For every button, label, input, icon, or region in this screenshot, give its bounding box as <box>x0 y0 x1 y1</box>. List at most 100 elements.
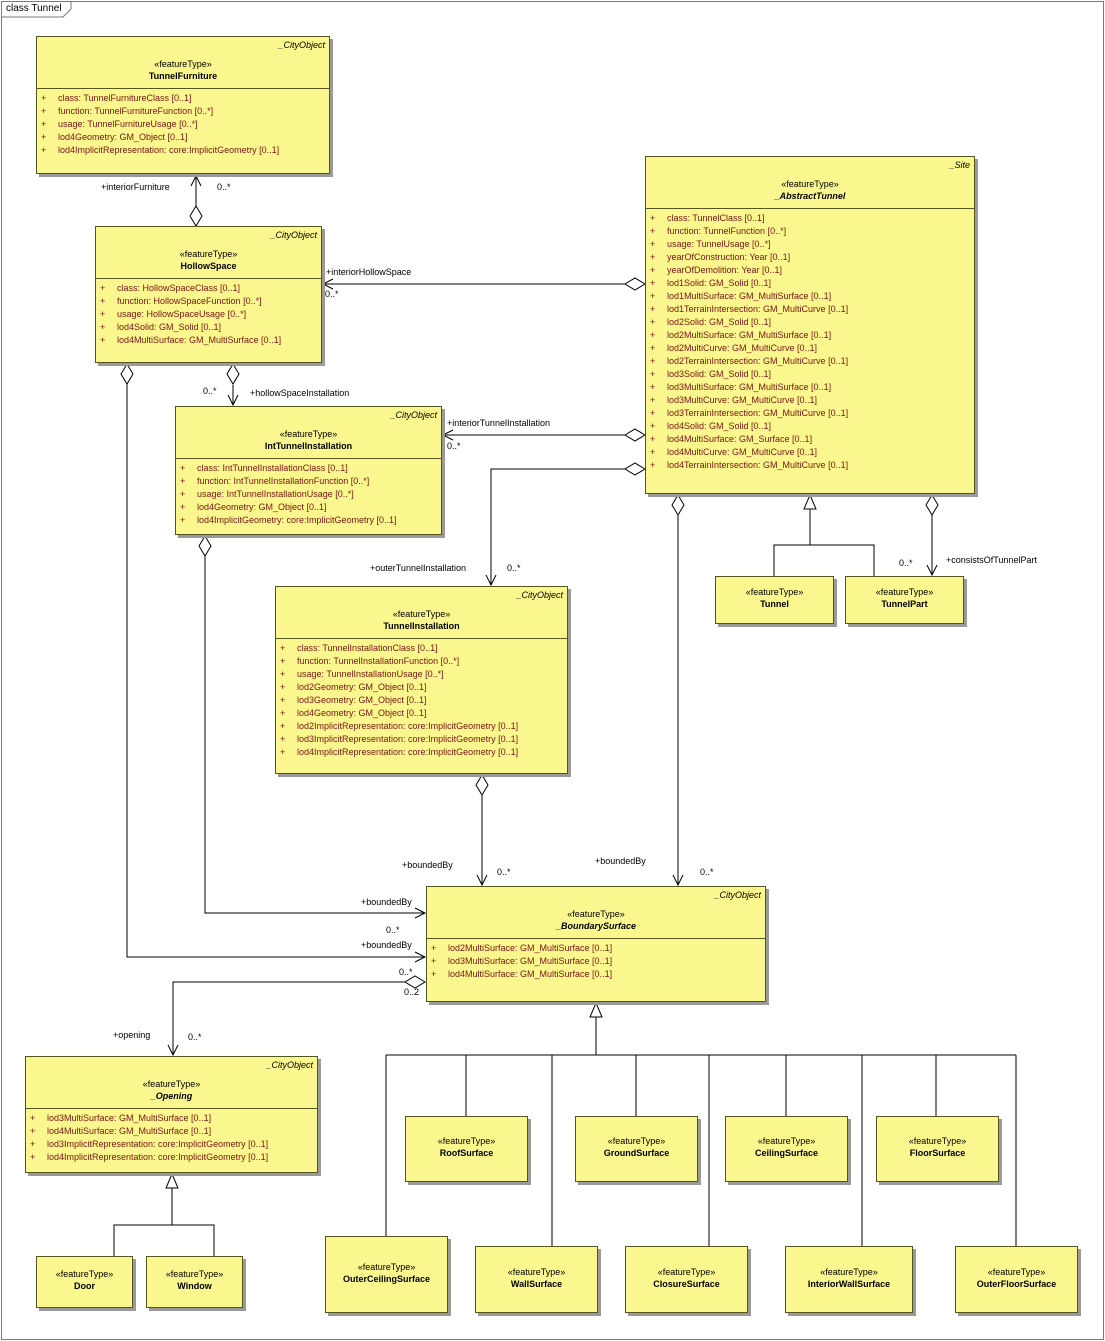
class-header: «featureType»TunnelPart <box>846 577 963 623</box>
class-tunnel-installation[interactable]: _CityObject«featureType»TunnelInstallati… <box>275 586 568 774</box>
stereotype-label: «featureType» <box>908 1136 967 1146</box>
parent-class-label: _CityObject <box>714 890 761 900</box>
assoc-bounded-by-tunnel-diamond <box>671 494 685 516</box>
class-hollow-space[interactable]: _CityObject«featureType»HollowSpace+clas… <box>95 226 322 363</box>
attribute-text: lod3MultiSurface: GM_MultiSurface [0..1] <box>448 956 613 966</box>
class-int-tunnel-installation[interactable]: _CityObject«featureType»IntTunnelInstall… <box>175 406 442 535</box>
assoc-outer-tunnel-installation-arrow <box>485 574 497 587</box>
assoc-bounded-by-hollow-space-line <box>126 384 425 958</box>
attribute-text: function: TunnelFunction [0..*] <box>667 226 787 236</box>
attribute-row: +yearOfDemolition: Year [0..1] <box>646 265 974 278</box>
assoc-consists-of-tunnel-part-arrow <box>926 564 938 577</box>
attribute-text: lod4Geometry: GM_Object [0..1] <box>297 708 427 718</box>
stereotype-label: «featureType» <box>179 249 238 259</box>
class-boundary-surface[interactable]: _CityObject«featureType»_BoundarySurface… <box>426 886 766 1002</box>
visibility-marker: + <box>41 119 47 129</box>
visibility-marker: + <box>650 291 656 301</box>
visibility-marker: + <box>650 369 656 379</box>
assoc-opening-arrow <box>167 1044 179 1057</box>
class-ground-surface[interactable]: «featureType»GroundSurface <box>575 1116 698 1182</box>
visibility-marker: + <box>30 1152 36 1162</box>
role-interior-hollow-space: +interiorHollowSpace <box>326 267 412 277</box>
class-tunnel-furniture[interactable]: _CityObject«featureType»TunnelFurniture+… <box>36 36 330 174</box>
attribute-row: +function: IntTunnelInstallationFunction… <box>176 476 441 489</box>
attribute-row: +lod1MultiSurface: GM_MultiSurface [0..1… <box>646 291 974 304</box>
class-abstract-tunnel[interactable]: _Site«featureType»_AbstractTunnel + class:… <box>645 156 975 494</box>
attribute-text: lod2Geometry: GM_Object [0..1] <box>297 682 427 692</box>
attribute-text: function: IntTunnelInstallationFunction … <box>197 476 370 486</box>
stereotype-label: «featureType» <box>875 587 934 597</box>
attribute-row: +function: TunnelFunction [0..*] <box>646 226 974 239</box>
attribute-text: lod3MultiCurve: GM_MultiCurve [0..1] <box>667 395 818 405</box>
visibility-marker: + <box>431 956 437 966</box>
stereotype-label: «featureType» <box>657 1266 716 1277</box>
class-header: «featureType»CeilingSurface <box>726 1117 847 1181</box>
visibility-marker: + <box>431 969 437 979</box>
visibility-marker: + <box>280 721 286 731</box>
parent-class-label: _CityObject <box>266 1060 313 1070</box>
visibility-marker: + <box>180 489 186 499</box>
assoc-opening-line <box>172 981 405 1055</box>
visibility-marker: + <box>280 656 286 666</box>
class-wall-surface[interactable]: «featureType»WallSurface <box>475 1246 598 1313</box>
class-name: _Opening <box>150 1091 193 1101</box>
attribute-row: +yearOfConstruction: Year [0..1] <box>646 252 974 265</box>
class-window[interactable]: «featureType»Window <box>146 1256 243 1308</box>
attribute-row: +class: IntTunnelInstallationClass [0..1… <box>176 463 441 476</box>
visibility-marker: + <box>280 708 286 718</box>
class-ceiling-surface[interactable]: «featureType»CeilingSurface <box>725 1116 848 1182</box>
class-header: _Site«featureType»_AbstractTunnel <box>646 157 974 209</box>
stereotype-label: «featureType» <box>567 909 625 919</box>
stereotype-label: «featureType» <box>437 1136 496 1146</box>
attribute-text: lod4Geometry: GM_Object [0..1] <box>197 502 327 512</box>
role-outer-tunnel-installation: +outerTunnelInstallation <box>370 563 466 573</box>
attribute-text: lod3Geometry: GM_Object [0..1] <box>297 695 427 705</box>
class-opening[interactable]: _CityObject«featureType»_Opening+lod3Mul… <box>25 1056 318 1173</box>
class-door[interactable]: «featureType»Door <box>36 1256 133 1308</box>
mult-consists-of-tunnel-part: 0..* <box>899 558 913 568</box>
parent-class-label: _CityObject <box>278 40 325 50</box>
attribute-text: lod4MultiSurface: GM_MultiSurface [0..1] <box>448 969 613 979</box>
class-closure-surface[interactable]: «featureType»ClosureSurface <box>625 1246 748 1313</box>
attribute-list: +lod3MultiSurface: GM_MultiSurface [0..1… <box>26 1109 317 1165</box>
attribute-text: lod3TerrainIntersection: GM_MultiCurve [… <box>667 408 849 418</box>
role-interior-tunnel-installation: +interiorTunnelInstallation <box>447 418 550 428</box>
stereotype-label: «featureType» <box>745 587 804 597</box>
attribute-row: +lod4Geometry: GM_Object [0..1] <box>176 502 441 515</box>
attribute-row: +lod4ImplicitRepresentation: core:Implic… <box>26 1152 317 1165</box>
attribute-list: + lod2MultiSurface: GM_MultiSurface [0..1… <box>427 939 765 982</box>
attribute-text: class: TunnelClass [0..1] <box>667 213 765 223</box>
attribute-row: +lod2ImplicitRepresentation: core:Implic… <box>276 721 567 734</box>
attribute-row: +lod4TerrainIntersection: GM_MultiCurve … <box>646 460 974 473</box>
assoc-consists-of-tunnel-part-diamond <box>925 494 939 516</box>
class-outer-ceiling-surface[interactable]: «featureType»OuterCeilingSurface <box>325 1236 448 1313</box>
attribute-row: +function: TunnelFurnitureFunction [0..*… <box>37 106 329 119</box>
visibility-marker: + <box>180 463 186 473</box>
mult-hollow-space-installation: 0..* <box>203 386 217 396</box>
stereotype-label: «featureType» <box>781 179 839 189</box>
visibility-marker: + <box>650 408 656 418</box>
class-outer-floor-surface[interactable]: «featureType»OuterFloorSurface <box>955 1246 1078 1313</box>
class-tunnel-part[interactable]: «featureType»TunnelPart <box>845 576 964 624</box>
assoc-outer-tunnel-installation-diamond <box>624 462 646 476</box>
attribute-row: +usage: TunnelInstallationUsage [0..*] <box>276 669 567 682</box>
attribute-row: +lod4Solid: GM_Solid [0..1] <box>646 421 974 434</box>
class-roof-surface[interactable]: «featureType»RoofSurface <box>405 1116 528 1182</box>
class-header: «featureType»FloorSurface <box>877 1117 998 1181</box>
visibility-marker: + <box>180 515 186 525</box>
class-floor-surface[interactable]: «featureType»FloorSurface <box>876 1116 999 1182</box>
class-header: «featureType»ClosureSurface <box>626 1247 747 1312</box>
attribute-text: lod3ImplicitRepresentation: core:Implici… <box>297 734 519 744</box>
attribute-row: + lod3MultiSurface: GM_MultiSurface [0..1… <box>427 956 765 969</box>
gen-abstract-tunnel-triangle <box>803 493 817 510</box>
attribute-text: lod1TerrainIntersection: GM_MultiCurve [… <box>667 304 849 314</box>
class-interior-wall-surface[interactable]: «featureType»InteriorWallSurface <box>785 1246 913 1313</box>
class-header: «featureType»Tunnel <box>716 577 833 623</box>
attribute-text: lod2MultiSurface: GM_MultiSurface [0..1] <box>448 943 613 953</box>
role-consists-of-tunnel-part: +consistsOfTunnelPart <box>946 555 1037 565</box>
class-tunnel[interactable]: «featureType»Tunnel <box>715 576 834 624</box>
attribute-row: +lod4ImplicitRepresentation: core:Implic… <box>37 145 329 158</box>
attribute-text: class: TunnelInstallationClass [0..1] <box>297 643 438 653</box>
visibility-marker: + <box>280 734 286 744</box>
